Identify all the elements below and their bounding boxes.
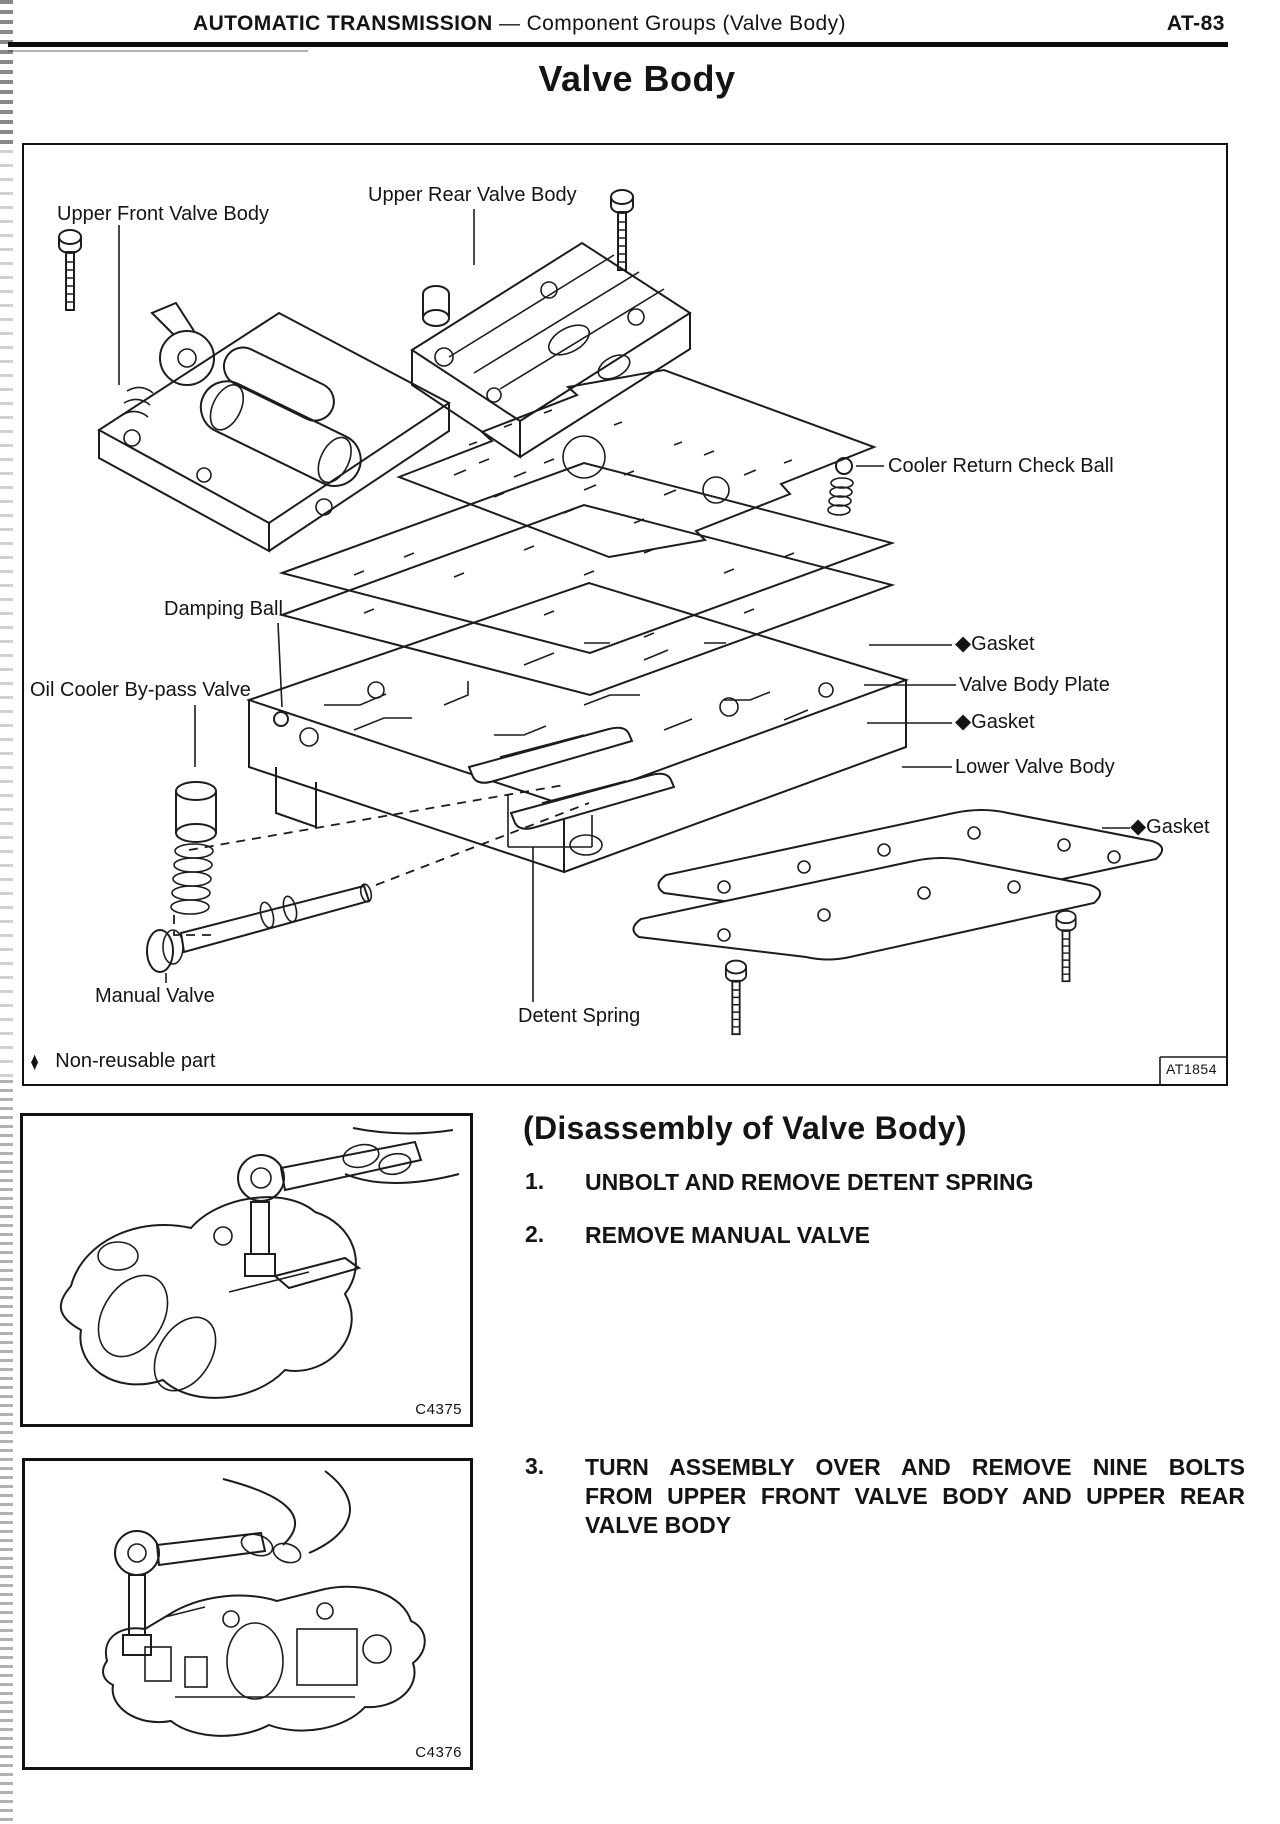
step-text: FROM UPPER FRONT VALVE BODY AND UPPER RE… <box>585 1483 1245 1509</box>
legend-text: Non-reusable part <box>55 1050 216 1072</box>
photo-line-drawing <box>102 1470 426 1737</box>
label-manual-valve: Manual Valve <box>95 985 215 1007</box>
photo-line-drawing <box>59 1127 460 1399</box>
photo-code: C4375 <box>415 1401 462 1418</box>
bolt <box>724 959 748 1036</box>
upper-rear-valve-body-part <box>410 241 692 459</box>
non-reusable-marker: ◆ <box>1130 815 1147 838</box>
upper-front-valve-body-part <box>97 301 451 553</box>
page-header: AUTOMATIC TRANSMISSION — Component Group… <box>193 12 846 36</box>
scan-artifact <box>0 150 13 1080</box>
step-text: VALVE BODY <box>585 1512 732 1538</box>
valve-body-plate-part <box>396 368 877 559</box>
hand-icon <box>342 1127 460 1184</box>
non-reusable-marker: ◆ <box>955 632 972 655</box>
step-number: 2. <box>525 1221 545 1247</box>
label-gasket-1: ◆Gasket <box>955 632 1035 656</box>
label-valve-body-plate: Valve Body Plate <box>959 674 1110 696</box>
non-reusable-marker: ◆ <box>955 710 972 733</box>
ratchet-wrench-icon <box>237 1140 423 1277</box>
step-text: UNBOLT AND REMOVE DETENT SPRING <box>585 1169 1034 1195</box>
label-oil-cooler-bypass-valve: Oil Cooler By-pass Valve <box>30 679 251 701</box>
label-detent-spring: Detent Spring <box>518 1005 641 1027</box>
page-number: AT-83 <box>1166 12 1225 35</box>
label-upper-front-valve-body: Upper Front Valve Body <box>57 203 269 225</box>
damping-ball-part <box>273 622 289 727</box>
label-damping-ball: Damping Ball <box>164 598 283 620</box>
step-text: REMOVE MANUAL VALVE <box>585 1222 870 1248</box>
label-upper-rear-valve-body: Upper Rear Valve Body <box>368 184 577 206</box>
photo-code: C4376 <box>415 1744 462 1761</box>
detent-spring-part <box>467 726 676 830</box>
figure-legend: ♦ Non-reusable part <box>28 1046 216 1077</box>
figure-code: AT1854 <box>1166 1061 1217 1077</box>
header-section: AUTOMATIC TRANSMISSION <box>193 12 493 35</box>
manual-valve-part <box>146 802 590 983</box>
header-rule <box>8 42 1228 47</box>
gasket-plates-part <box>278 461 896 697</box>
cooler-return-check-ball-part <box>827 457 884 516</box>
header-rule-artifact <box>8 50 308 52</box>
bolt <box>58 229 82 311</box>
label-lower-valve-body: Lower Valve Body <box>955 756 1115 778</box>
photo-unbolt-detent-spring: C4375 <box>20 1113 473 1427</box>
page-title: Valve Body <box>538 58 736 99</box>
lower-valve-body-part <box>188 581 910 874</box>
header-subsection: — Component Groups (Valve Body) <box>498 12 846 35</box>
leader-lines <box>118 209 1130 1002</box>
disassembly-heading: (Disassembly of Valve Body) <box>523 1110 967 1146</box>
valve-body-exploded-figure: Upper Front Valve Body Upper Rear Valve … <box>22 143 1228 1086</box>
photo-remove-nine-bolts: C4376 <box>22 1458 473 1770</box>
oil-cooler-bypass-valve-part <box>170 705 217 936</box>
exploded-view-drawing <box>58 189 1226 1084</box>
label-gasket-2: ◆Gasket <box>955 710 1035 734</box>
figure-code-box <box>1159 1056 1226 1084</box>
ratchet-wrench-icon <box>114 1530 267 1656</box>
bolt <box>610 189 634 271</box>
label-cooler-return-check-ball: Cooler Return Check Ball <box>888 455 1114 477</box>
scan-artifact <box>0 0 13 150</box>
hand-icon <box>222 1470 351 1564</box>
scan-artifact <box>0 1080 13 1824</box>
step-number: 3. <box>525 1453 545 1479</box>
label-gasket-3: ◆Gasket <box>1130 815 1210 839</box>
step-number: 1. <box>525 1168 545 1194</box>
step-text: TURN ASSEMBLY OVER AND REMOVE NINE BOLTS <box>585 1454 1245 1480</box>
bolt <box>1055 909 1077 983</box>
non-reusable-marker: ♦ <box>30 1046 39 1076</box>
cover-plate-part <box>632 809 1163 961</box>
